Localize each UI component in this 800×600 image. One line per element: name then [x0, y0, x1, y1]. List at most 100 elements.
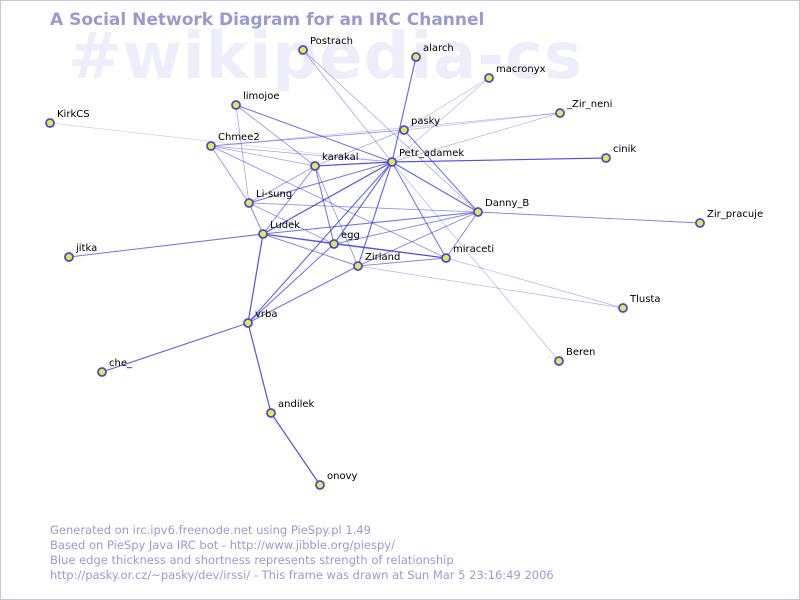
edge-Petr_adamek-_Zir_neni [391, 112, 561, 163]
edge-Petr_adamek-Chmee2 [210, 145, 393, 163]
edge-pasky-karakal [314, 129, 405, 167]
node-label: cinik [613, 144, 636, 155]
node-marker [64, 252, 74, 262]
node-label: Chmee2 [218, 132, 260, 143]
node-marker [298, 45, 308, 55]
node-Zir_pracuje: Zir_pracuje [695, 209, 763, 228]
node-Li-sung: Li-sung [244, 189, 292, 208]
node-label: che_ [109, 358, 133, 369]
edge-Petr_adamek-Postrach [302, 49, 393, 163]
edge-Ludek-Zirland [262, 233, 359, 267]
edge-karakal-Li-sung [248, 165, 316, 204]
edge-Petr_adamek-cinik [391, 157, 607, 163]
node-label: miraceti [453, 244, 494, 255]
edge-Danny_B-Zir_pracuje [477, 211, 701, 224]
node-egg: egg [329, 230, 360, 249]
node-label: Postrach [310, 36, 353, 47]
node-macronyx: macronyx [484, 64, 546, 83]
node-label: KirkCS [57, 109, 90, 120]
node-Petr_adamek: Petr_adamek [387, 148, 464, 167]
node-marker [555, 108, 565, 118]
node-Postrach: Postrach [298, 36, 353, 55]
edge-Petr_adamek-limojoe [235, 104, 393, 163]
node-marker [206, 141, 216, 151]
node-label: Zir_pracuje [707, 209, 763, 220]
edge-miraceti-Chmee2 [210, 145, 447, 259]
edge-egg-Li-sung [248, 202, 335, 245]
edge-Zirland-karakal [314, 165, 359, 267]
node-che_: che_ [97, 358, 133, 377]
edge-Danny_B-Zirland [357, 211, 479, 267]
node-KirkCS: KirkCS [45, 109, 90, 128]
node-label: onovy [327, 471, 357, 482]
diagram-title: A Social Network Diagram for an IRC Chan… [50, 10, 485, 30]
node-marker [554, 356, 564, 366]
node-marker [618, 303, 628, 313]
node-label: vrba [255, 309, 278, 320]
node-marker [441, 253, 451, 263]
edge-limojoe-Li-sung [235, 104, 250, 204]
edge-Chmee2-karakal [210, 145, 316, 167]
node-label: _Zir_neni [566, 99, 612, 110]
node-label: jitka [75, 243, 97, 254]
edge-egg-vrba [247, 243, 335, 324]
edge-vrba-che_ [101, 322, 249, 373]
node-jitka: jitka [64, 243, 97, 262]
node-Tlusta: Tlusta [618, 294, 660, 313]
node-vrba: vrba [243, 309, 278, 328]
edge-egg-miraceti [333, 243, 447, 259]
node-marker [329, 239, 339, 249]
edge-Petr_adamek-Beren [391, 161, 560, 362]
edge-Petr_adamek-Ludek [262, 161, 393, 235]
node-marker [315, 480, 325, 490]
node-andilek: andilek [266, 399, 315, 418]
edge-Petr_adamek-egg [333, 161, 393, 245]
node-marker [97, 367, 107, 377]
node-onovy: onovy [315, 471, 357, 490]
edge-Ludek-jitka [68, 233, 264, 258]
node-marker [387, 157, 397, 167]
footer-line-timestamp: http://pasky.or.cz/~pasky/dev/irssi/ - T… [50, 568, 554, 582]
node-cinik: cinik [601, 144, 636, 163]
edge-Zirland-Tlusta [357, 265, 624, 309]
node-Beren: Beren [554, 347, 595, 366]
node-label: pasky [411, 116, 440, 127]
node-marker [258, 229, 268, 239]
node-marker [244, 198, 254, 208]
node-marker [399, 125, 409, 135]
node-marker [473, 207, 483, 217]
footer-line-generated: Generated on irc.ipv6.freenode.net using… [50, 523, 371, 537]
node-label: Tlusta [629, 294, 660, 305]
node-_Zir_neni: _Zir_neni [555, 99, 612, 118]
edge-Li-sung-Ludek [248, 202, 264, 235]
footer-info: Generated on irc.ipv6.freenode.net using… [50, 523, 554, 583]
node-label: Petr_adamek [399, 148, 464, 159]
edge-Danny_B-Li-sung [248, 202, 479, 213]
edge-Chmee2-Li-sung [210, 145, 250, 204]
edge-Petr_adamek-alarch [391, 56, 417, 163]
node-label: Beren [566, 347, 595, 358]
edge-Petr_adamek-Danny_B [391, 161, 479, 213]
edge-pasky-Chmee2 [210, 129, 405, 147]
node-marker [601, 153, 611, 163]
edge-Petr_adamek-Zirland [357, 161, 393, 267]
edges-layer [49, 49, 701, 486]
channel-watermark: #wikipedia-cs [68, 20, 583, 94]
edge-miraceti-Tlusta [445, 257, 624, 309]
edge-Ludek-vrba [247, 233, 264, 324]
edge-Ludek-karakal [262, 165, 316, 235]
node-Danny_B: Danny_B [473, 198, 529, 217]
node-marker [695, 218, 705, 228]
edge-pasky-macronyx [403, 77, 490, 131]
node-label: Ludek [270, 220, 300, 231]
node-marker [243, 318, 253, 328]
footer-line-legend: Blue edge thickness and shortness repres… [50, 553, 454, 567]
edge-Petr_adamek-KirkCS [49, 122, 393, 163]
node-pasky: pasky [399, 116, 440, 135]
node-label: Li-sung [256, 189, 292, 200]
node-marker [484, 73, 494, 83]
node-label: karakal [322, 152, 359, 163]
edge-vrba-andilek [247, 322, 272, 414]
edge-pasky-Danny_B [403, 129, 479, 213]
